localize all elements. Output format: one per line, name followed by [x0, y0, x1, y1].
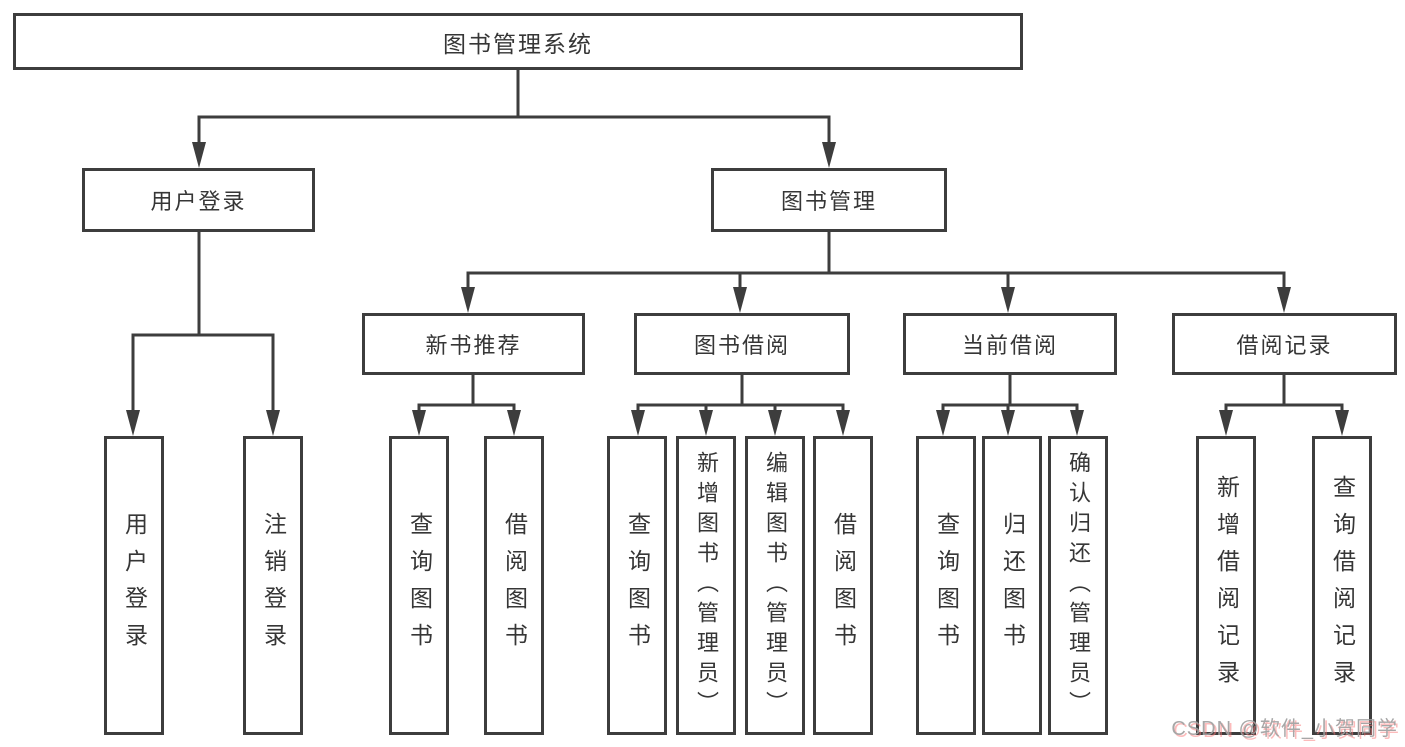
node-label: 用户登录 — [150, 189, 247, 214]
connector-book-management-group — [461, 232, 1291, 313]
node-new-book-recommend: 新书推荐 — [362, 313, 585, 375]
node-label: 借阅记录 — [1236, 333, 1333, 358]
leaf-current-return-books: 归还图书 — [982, 436, 1042, 735]
leaf-user-login: 用户登录 — [104, 436, 164, 735]
node-current-borrow: 当前借阅 — [903, 313, 1117, 375]
leaf-label: 确认归还（管理员） — [1066, 450, 1091, 721]
node-label: 当前借阅 — [961, 333, 1058, 358]
leaf-newbook-query-books: 查询图书 — [389, 436, 449, 735]
leaf-label: 用户登录 — [121, 511, 148, 660]
csdn-watermark: CSDN @软件_小贺同学 — [1171, 718, 1398, 740]
leaf-label: 新增图书（管理员） — [694, 450, 719, 721]
node-book-management: 图书管理 — [711, 168, 947, 232]
connector-root-to-level2 — [192, 70, 836, 168]
node-borrow-records: 借阅记录 — [1172, 313, 1397, 375]
node-label: 图书管理 — [780, 189, 877, 214]
leaf-label: 查询图书 — [406, 511, 433, 660]
node-library-system: 图书管理系统 — [13, 13, 1023, 70]
node-user-login: 用户登录 — [82, 168, 315, 232]
leaf-borrow-query-books: 查询图书 — [607, 436, 667, 735]
node-label: 图书借阅 — [693, 333, 790, 358]
leaf-current-query-books: 查询图书 — [916, 436, 976, 735]
connector-borrow-records-group — [1219, 375, 1349, 436]
node-book-borrow: 图书借阅 — [634, 313, 850, 375]
leaf-label: 注销登录 — [260, 511, 287, 660]
leaf-records-query-record: 查询借阅记录 — [1312, 436, 1372, 735]
leaf-borrow-borrow-books: 借阅图书 — [813, 436, 873, 735]
leaf-records-add-record: 新增借阅记录 — [1196, 436, 1256, 735]
connector-book-borrow-group — [631, 375, 850, 436]
leaf-label: 查询图书 — [624, 511, 651, 660]
leaf-label: 归还图书 — [999, 511, 1026, 660]
leaf-label: 查询图书 — [933, 511, 960, 660]
leaf-label: 借阅图书 — [501, 511, 528, 660]
node-label: 新书推荐 — [425, 333, 522, 358]
leaf-borrow-add-books-admin: 新增图书（管理员） — [676, 436, 736, 735]
connector-current-borrow-group — [936, 375, 1084, 436]
node-label: 图书管理系统 — [443, 30, 593, 57]
connector-user-login-group — [126, 232, 280, 436]
leaf-label: 查询借阅记录 — [1329, 474, 1356, 697]
leaf-label: 编辑图书（管理员） — [763, 450, 788, 721]
leaf-logout: 注销登录 — [243, 436, 303, 735]
leaf-current-confirm-return-admin: 确认归还（管理员） — [1048, 436, 1108, 735]
leaf-label: 借阅图书 — [830, 511, 857, 660]
leaf-label: 新增借阅记录 — [1213, 474, 1240, 697]
connector-new-book-group — [412, 375, 521, 436]
leaf-newbook-borrow-books: 借阅图书 — [484, 436, 544, 735]
leaf-borrow-edit-books-admin: 编辑图书（管理员） — [745, 436, 805, 735]
